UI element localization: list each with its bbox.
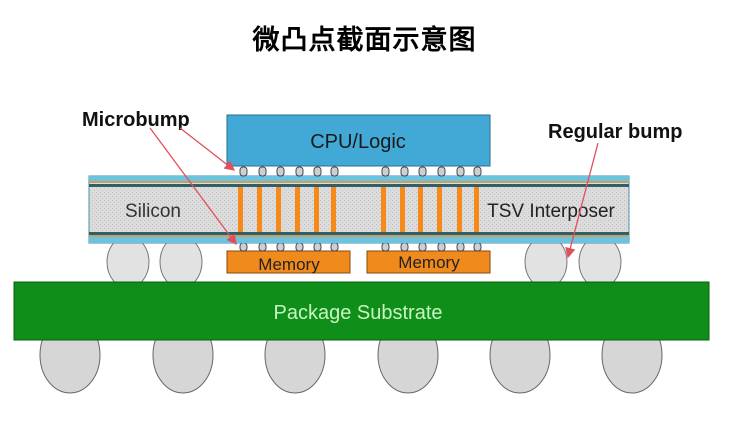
interposer-label: TSV Interposer: [487, 201, 615, 222]
regular-bump: [524, 235, 568, 289]
memory-die-1: [226, 250, 351, 274]
regular-bump: [578, 235, 622, 289]
substrate-label: Package Substrate: [274, 302, 443, 324]
memory-label-1: Memory: [258, 255, 320, 274]
regular-bumps: [106, 235, 622, 289]
regular-bump: [106, 235, 150, 289]
silicon-label: Silicon: [125, 201, 181, 222]
tsv-vias: [238, 187, 479, 232]
memory-label-2: Memory: [398, 253, 460, 272]
tsv-interposer: [88, 175, 630, 244]
memory-die-2: [366, 250, 491, 274]
cpu-logic-die: [226, 114, 491, 167]
cpu-label: CPU/Logic: [310, 131, 406, 153]
regular-bump-label: Regular bump: [548, 121, 682, 143]
upper-microbumps: [239, 166, 482, 177]
regular-bump: [159, 235, 203, 289]
regular-bump-arrow: [565, 142, 599, 259]
microbump-arrow-upper: [179, 127, 236, 171]
diagram-title: 微凸点截面示意图: [252, 25, 477, 56]
package-substrate: [13, 281, 710, 341]
lower-microbumps: [239, 242, 482, 252]
microbump-arrow-lower: [149, 127, 237, 246]
microbump-label: Microbump: [82, 109, 190, 131]
